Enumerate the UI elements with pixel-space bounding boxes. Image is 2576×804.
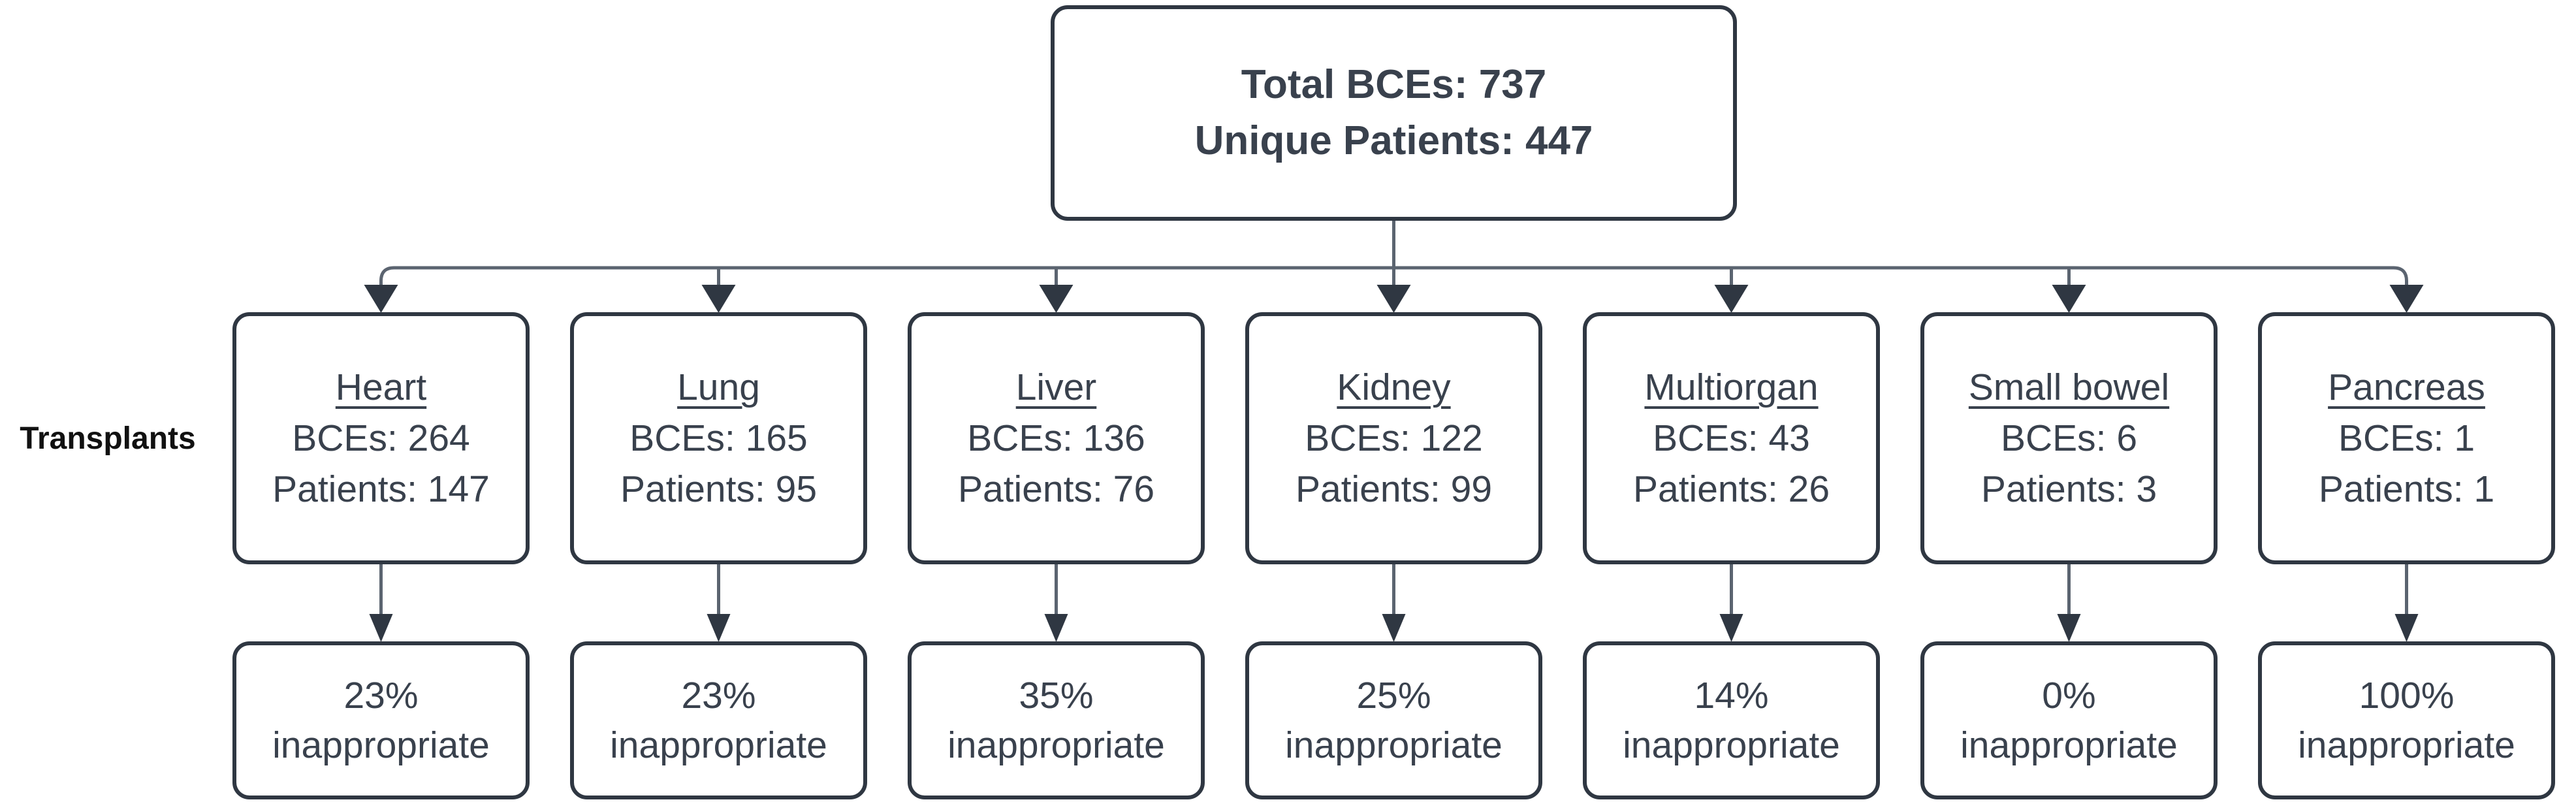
column-pancreas: Pancreas BCEs: 1 Patients: 1 100% inappr…: [2238, 0, 2575, 804]
pct-box-kidney: 25% inappropriate: [1245, 641, 1542, 799]
organ-bces: BCEs: 6: [2000, 417, 2138, 459]
pct-box-heart: 23% inappropriate: [232, 641, 530, 799]
organ-box-lung: Lung BCEs: 165 Patients: 95: [570, 312, 867, 564]
arrow-down-icon: [1376, 285, 1411, 313]
arrow-down-icon: [2057, 614, 2081, 642]
organ-patients: Patients: 76: [957, 468, 1155, 510]
arrow-down-icon: [364, 285, 398, 313]
organ-box-small-bowel: Small bowel BCEs: 6 Patients: 3: [1920, 312, 2218, 564]
column-lung: Lung BCEs: 165 Patients: 95 23% inapprop…: [550, 0, 887, 804]
pct-value: 0%: [2042, 675, 2096, 716]
arrow-down-icon: [1039, 285, 1073, 313]
organ-box-liver: Liver BCEs: 136 Patients: 76: [908, 312, 1205, 564]
pct-box-small-bowel: 0% inappropriate: [1920, 641, 2218, 799]
organ-box-heart: Heart BCEs: 264 Patients: 147: [232, 312, 530, 564]
pct-box-lung: 23% inappropriate: [570, 641, 867, 799]
arrow-down-icon: [2389, 285, 2424, 313]
column-liver: Liver BCEs: 136 Patients: 76 35% inappro…: [887, 0, 1225, 804]
organ-name: Pancreas: [2328, 366, 2485, 408]
column-small-bowel: Small bowel BCEs: 6 Patients: 3 0% inapp…: [1900, 0, 2238, 804]
pct-word: inappropriate: [1623, 724, 1840, 766]
total-bces-text: Total BCEs: 737: [1241, 62, 1547, 107]
organ-patients: Patients: 95: [620, 468, 818, 510]
organ-bces: BCEs: 122: [1305, 417, 1483, 459]
unique-patients-text: Unique Patients: 447: [1194, 118, 1593, 163]
arrow-down-icon: [2394, 614, 2419, 642]
arrow-down-icon: [1382, 614, 1406, 642]
organ-bces: BCEs: 264: [292, 417, 470, 459]
arrow-down-icon: [1714, 285, 1749, 313]
arrow-down-icon: [707, 614, 731, 642]
arrow-down-icon: [369, 614, 393, 642]
organ-bces: BCEs: 165: [629, 417, 808, 459]
organ-name: Small bowel: [1968, 366, 2170, 408]
organ-name: Lung: [677, 366, 760, 408]
organ-box-multiorgan: Multiorgan BCEs: 43 Patients: 26: [1583, 312, 1880, 564]
arrow-down-icon: [701, 285, 736, 313]
pct-value: 35%: [1019, 675, 1094, 716]
organ-box-kidney: Kidney BCEs: 122 Patients: 99: [1245, 312, 1542, 564]
pct-word: inappropriate: [610, 724, 827, 766]
total-box: Total BCEs: 737 Unique Patients: 447: [1051, 5, 1737, 221]
organ-box-pancreas: Pancreas BCEs: 1 Patients: 1: [2258, 312, 2555, 564]
organ-bces: BCEs: 1: [2338, 417, 2475, 459]
arrow-down-icon: [1044, 614, 1068, 642]
organ-name: Multiorgan: [1644, 366, 1819, 408]
column-kidney: Kidney BCEs: 122 Patients: 99 25% inappr…: [1225, 0, 1563, 804]
arrow-down-icon: [2052, 285, 2086, 313]
organ-patients: Patients: 99: [1295, 468, 1493, 510]
pct-word: inappropriate: [947, 724, 1165, 766]
pct-word: inappropriate: [1960, 724, 2178, 766]
organ-bces: BCEs: 43: [1653, 417, 1810, 459]
organ-patients: Patients: 3: [1980, 468, 2157, 510]
pct-value: 25%: [1356, 675, 1431, 716]
column-heart: Heart BCEs: 264 Patients: 147 23% inappr…: [212, 0, 550, 804]
row-label-transplants: Transplants: [20, 421, 196, 456]
organ-patients: Patients: 147: [272, 468, 490, 510]
pct-value: 23%: [681, 675, 756, 716]
pct-word: inappropriate: [1285, 724, 1503, 766]
pct-box-multiorgan: 14% inappropriate: [1583, 641, 1880, 799]
pct-value: 14%: [1694, 675, 1769, 716]
column-multiorgan: Multiorgan BCEs: 43 Patients: 26 14% ina…: [1563, 0, 1900, 804]
pct-value: 23%: [343, 675, 419, 716]
pct-value: 100%: [2359, 675, 2455, 716]
organ-name: Liver: [1015, 366, 1097, 408]
organ-name: Heart: [335, 366, 427, 408]
pct-word: inappropriate: [2298, 724, 2515, 766]
organ-bces: BCEs: 136: [967, 417, 1145, 459]
pct-box-liver: 35% inappropriate: [908, 641, 1205, 799]
organ-patients: Patients: 26: [1632, 468, 1830, 510]
organ-patients: Patients: 1: [2318, 468, 2495, 510]
pct-word: inappropriate: [272, 724, 490, 766]
arrow-down-icon: [1719, 614, 1743, 642]
organ-name: Kidney: [1337, 366, 1451, 408]
pct-box-pancreas: 100% inappropriate: [2258, 641, 2555, 799]
